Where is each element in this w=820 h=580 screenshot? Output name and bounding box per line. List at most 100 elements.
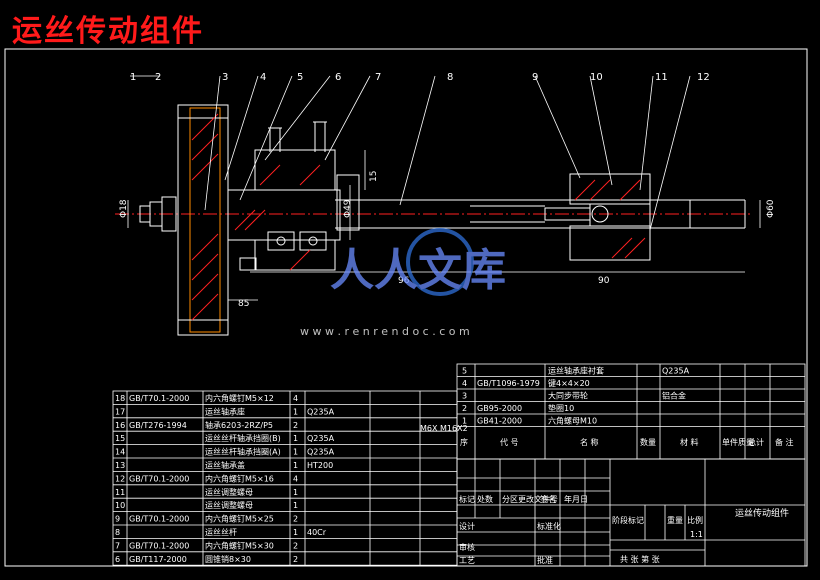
dim-w96: 96: [398, 276, 410, 286]
bom-row-name: 运丝轴承盖: [205, 460, 245, 470]
revision-label: 标记: [459, 494, 475, 504]
review-label: 审核: [459, 542, 475, 552]
bom-row-qty: 1: [293, 488, 298, 497]
top-row-name: 运丝轴承座衬套: [548, 366, 604, 376]
bom-row-name: 运丝调整螺母: [205, 500, 253, 510]
dim-w85: 85: [238, 299, 249, 309]
revision-label: 更改文件号: [518, 494, 558, 504]
assembly-name: 运丝传动组件: [735, 507, 789, 519]
scale-label: 比例: [687, 515, 703, 525]
bom-row-no: 15: [115, 434, 125, 443]
bom-row-qty: 1: [293, 461, 298, 470]
balloon-1: 1: [130, 72, 136, 83]
top-row-no: 4: [462, 379, 467, 388]
revision-label: 年月日: [564, 494, 588, 504]
bom-row-qty: 1: [293, 407, 298, 416]
bom-row-code: GB/T276-1994: [129, 421, 187, 430]
top-header-cell: 备 注: [775, 437, 794, 447]
bom-row-name: 轴承6203-2RZ/P5: [205, 420, 273, 430]
top-row-code: GB41-2000: [477, 417, 522, 426]
bom-row-qty: 4: [293, 474, 298, 483]
top-header-cell: 总计: [748, 437, 764, 447]
bom-row-code: GB/T70.1-2000: [129, 394, 189, 403]
top-row-no: 5: [462, 367, 467, 376]
bom-row-no: 7: [115, 541, 120, 550]
bom-row-no: 17: [115, 407, 125, 416]
bom-row-name: 内六角螺钉M5×12: [205, 393, 274, 403]
top-row-name: 垫圈10: [548, 403, 574, 413]
assembly-view: [115, 75, 761, 336]
bom-row-qty: 2: [293, 421, 298, 430]
sheets-label: 共 张 第 张: [620, 554, 660, 564]
bom-row-no: 10: [115, 501, 125, 510]
top-header-cell: 单件质量: [722, 437, 754, 447]
balloon-8: 8: [447, 72, 453, 83]
revision-label: 处数: [477, 494, 493, 504]
balloon-12: 12: [697, 72, 710, 83]
balloon-4: 4: [260, 72, 266, 83]
top-row-code: GB95-2000: [477, 404, 522, 413]
bom-row-name: 运丝丝杆轴承挡圈(B): [205, 433, 281, 443]
bom-row-material: Q235A: [307, 434, 335, 443]
scale-value: 1:1: [690, 530, 703, 539]
top-header-cell: 序: [460, 437, 468, 447]
bom-row-name: 运丝丝杆: [205, 527, 237, 537]
dim-hub-height: 15: [369, 171, 379, 182]
bom-row-qty: 1: [293, 501, 298, 510]
bom-row-no: 6: [115, 555, 120, 564]
stage-label: 阶段标记: [612, 515, 644, 525]
bom-row-name: 运丝丝杆轴承挡圈(A): [205, 447, 281, 457]
balloon-11: 11: [655, 72, 668, 83]
top-header-cell: 代 号: [500, 437, 519, 447]
top-header-cell: 名 称: [580, 437, 599, 447]
drawing-title: 运丝传动组件: [12, 14, 204, 49]
top-row-name: 六角螺母M10: [548, 416, 597, 426]
bom-row-no: 12: [115, 474, 125, 483]
watermark: 人人文库 w w w . r e n r e n d o c . c o m: [300, 228, 506, 338]
bom-row-name: 运丝轴承座: [205, 406, 245, 416]
parts-table: [112, 363, 806, 567]
bom-row-qty: 4: [293, 394, 298, 403]
top-row-no: 1: [462, 417, 467, 426]
watermark-name: 人人文库: [330, 245, 506, 296]
bom-row-qty: 2: [293, 515, 298, 524]
craft-label: 工艺: [459, 556, 475, 565]
bom-row-qty: 1: [293, 528, 298, 537]
bom-row-qty: 2: [293, 555, 298, 564]
balloon-9: 9: [532, 72, 538, 83]
bom-row-name: 内六角螺钉M5×30: [205, 540, 274, 550]
bom-row-name: 内六角螺钉M5×25: [205, 514, 274, 524]
bom-row-material: Q235A: [307, 407, 335, 416]
balloon-3: 3: [222, 72, 228, 83]
revision-label: 分区: [502, 495, 518, 504]
balloon-2: 2: [155, 72, 161, 83]
bom-row-code: GB/T70.1-2000: [129, 515, 189, 524]
top-row-no: 3: [462, 392, 467, 401]
drawing-frame: [4, 48, 808, 567]
bom-row-no: 16: [115, 421, 125, 430]
bom-row-qty: 1: [293, 434, 298, 443]
top-header-cell: 数量: [640, 437, 656, 447]
bom-row-no: 8: [115, 528, 120, 537]
bom-row-no: 9: [115, 515, 120, 524]
weight-label: 重量: [667, 515, 683, 525]
dim-w90: 90: [598, 276, 610, 286]
top-header-cell: 材 料: [680, 437, 699, 447]
dim-mid-dia: Φ49: [343, 199, 353, 218]
top-row-material: Q235A: [662, 367, 690, 376]
dim-left-dia: Φ18: [119, 199, 129, 218]
watermark-logo-icon: [406, 228, 474, 296]
standard-label: 标准化: [537, 521, 561, 531]
revision-label: 签名: [540, 494, 556, 504]
bom-row-qty: 1: [293, 448, 298, 457]
bom-row-code: GB/T70.1-2000: [129, 541, 189, 550]
dimension-texts: Φ18 15 Φ49 96 90 85 Φ60: [119, 171, 776, 309]
bom-row-no: 11: [115, 488, 125, 497]
dim-right-dia: Φ60: [766, 199, 776, 218]
balloon-6: 6: [335, 72, 341, 83]
top-row-name: 键4×4×20: [548, 378, 590, 388]
balloon-7: 7: [375, 72, 381, 83]
